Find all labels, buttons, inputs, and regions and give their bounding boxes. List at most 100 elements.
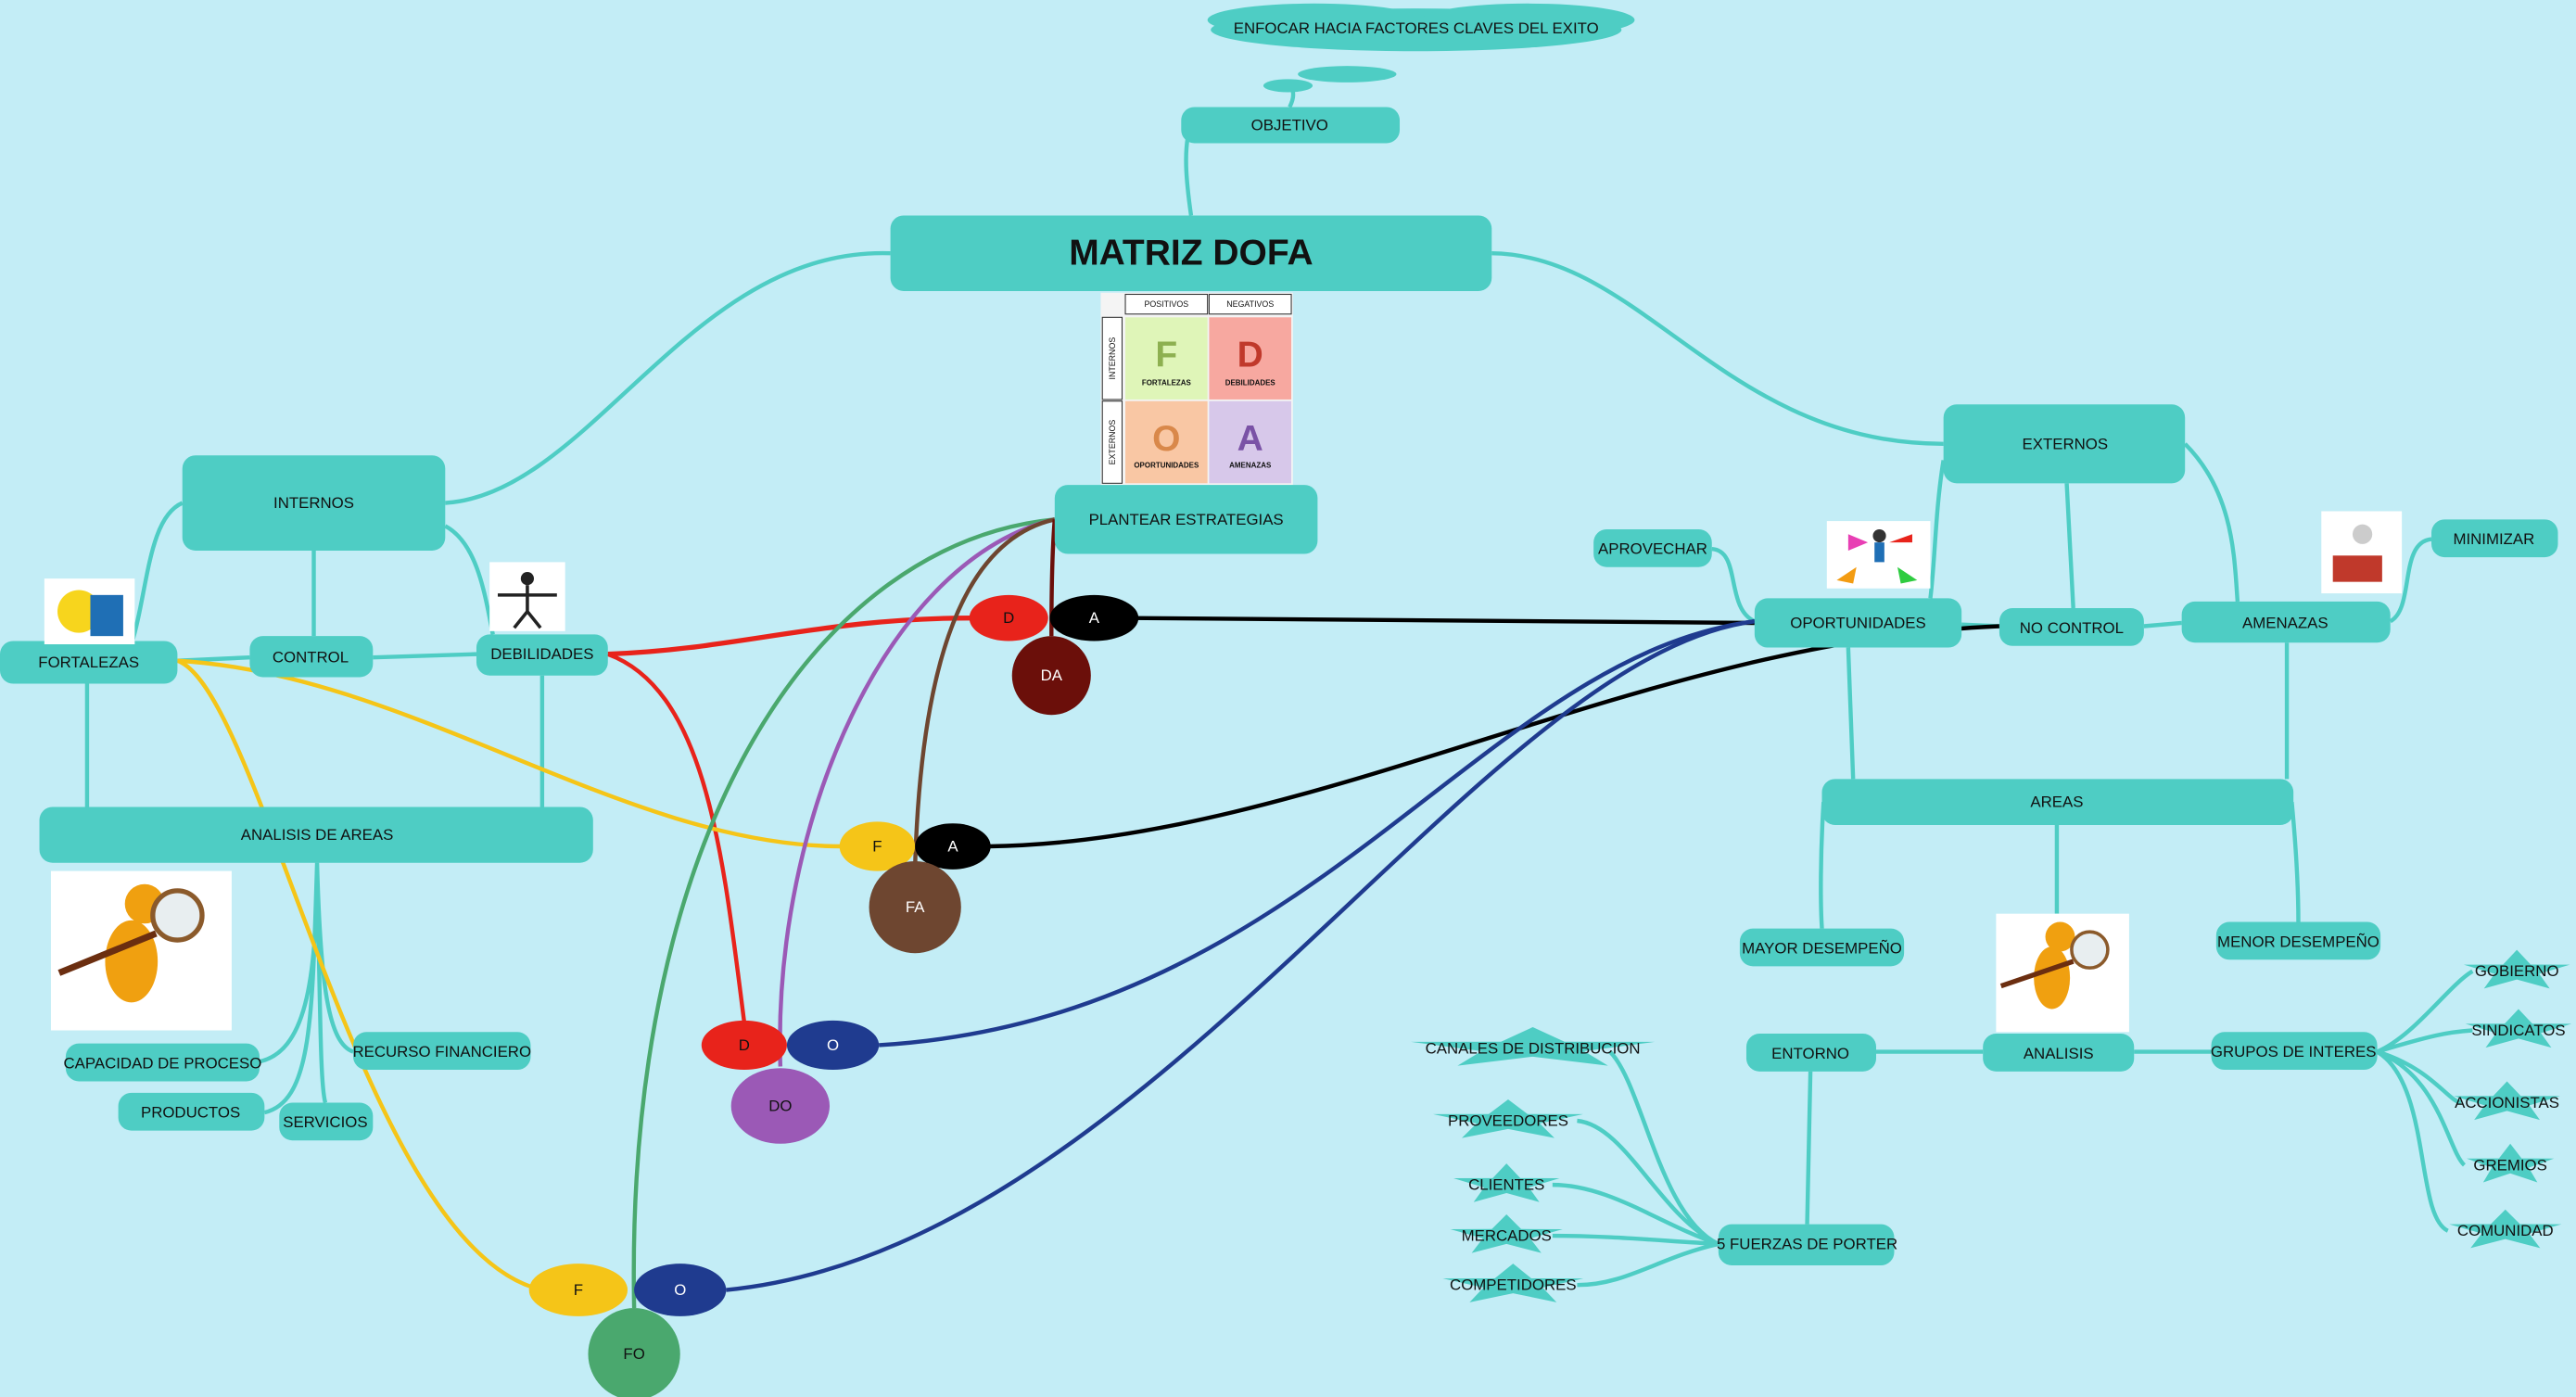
star-shape — [2466, 1143, 2555, 1183]
svg-text:FORTALEZAS: FORTALEZAS — [38, 654, 139, 671]
svg-text:O: O — [827, 1036, 839, 1054]
svg-text:CAPACIDAD DE PROCESO: CAPACIDAD DE PROCESO — [64, 1054, 262, 1072]
porter-node[interactable]: 5 FUERZAS DE PORTER — [1717, 1224, 1897, 1265]
star-label: GREMIOS — [2473, 1156, 2546, 1174]
productos-node[interactable]: PRODUCTOS — [118, 1092, 265, 1131]
star-shape — [2449, 1209, 2562, 1249]
mayor-desempeno-node[interactable]: MAYOR DESEMPEÑO — [1739, 928, 1905, 967]
grupos-interes-node[interactable]: GRUPOS DE INTERES — [2211, 1032, 2378, 1071]
svg-text:A: A — [1237, 419, 1263, 459]
star-node[interactable]: CANALES DE DISTRIBUCION — [1411, 1026, 1656, 1066]
svg-text:FO: FO — [623, 1345, 644, 1363]
entorno-node[interactable]: ENTORNO — [1745, 1034, 1876, 1072]
svg-text:MINIMIZAR: MINIMIZAR — [2453, 530, 2534, 548]
svg-text:D: D — [739, 1036, 750, 1054]
svg-text:INTERNOS: INTERNOS — [273, 494, 354, 512]
cloud-text: ENFOCAR HACIA FACTORES CLAVES DEL EXITO — [1234, 19, 1599, 37]
svg-text:MENOR DESEMPEÑO: MENOR DESEMPEÑO — [2217, 932, 2379, 950]
root-node[interactable]: MATRIZ DOFA — [890, 215, 1492, 291]
star-shape — [2454, 1081, 2560, 1121]
capacidad-node[interactable]: CAPACIDAD DE PROCESO — [64, 1043, 262, 1082]
svg-text:FA: FA — [906, 898, 925, 916]
magnifier-figure-icon-2 — [1996, 913, 2129, 1033]
star-shape — [1442, 1264, 1584, 1302]
star-shape — [2465, 1009, 2572, 1048]
star-node[interactable]: COMPETIDORES — [1442, 1264, 1584, 1302]
internos-node[interactable]: INTERNOS — [182, 455, 446, 551]
svg-text:OBJETIVO: OBJETIVO — [1251, 116, 1328, 133]
amenazas-node[interactable]: AMENAZAS — [2181, 601, 2391, 643]
svg-text:RECURSO FINANCIERO: RECURSO FINANCIERO — [352, 1043, 531, 1060]
star-node[interactable]: SINDICATOS — [2465, 1009, 2572, 1048]
strategy-fa[interactable]: F A FA — [839, 821, 991, 954]
star-label: ACCIONISTAS — [2455, 1094, 2559, 1111]
svg-text:APROVECHAR: APROVECHAR — [1598, 540, 1707, 558]
star-shape — [1453, 1163, 1560, 1202]
svg-text:FORTALEZAS: FORTALEZAS — [1142, 379, 1191, 387]
analisis-areas-node[interactable]: ANALISIS DE AREAS — [39, 806, 593, 863]
control-node[interactable]: CONTROL — [249, 636, 374, 678]
thumbs-down-figure-icon — [2321, 511, 2403, 594]
debilidades-node[interactable]: DEBILIDADES — [476, 634, 608, 676]
analisis-node[interactable]: ANALISIS — [1983, 1034, 2135, 1072]
svg-text:AREAS: AREAS — [2030, 794, 2083, 811]
star-label: COMPETIDORES — [1450, 1276, 1577, 1294]
svg-text:F: F — [574, 1281, 583, 1299]
svg-text:A: A — [1089, 609, 1100, 627]
svg-text:NEGATIVOS: NEGATIVOS — [1226, 299, 1274, 309]
servicios-node[interactable]: SERVICIOS — [279, 1102, 374, 1141]
svg-text:MAYOR DESEMPEÑO: MAYOR DESEMPEÑO — [1742, 938, 1902, 957]
svg-text:O: O — [1152, 419, 1180, 459]
areas-node[interactable]: AREAS — [1821, 779, 2294, 825]
svg-text:GRUPOS DE INTERES: GRUPOS DE INTERES — [2211, 1043, 2377, 1060]
star-shape — [1411, 1026, 1656, 1066]
arrows-figure-icon — [1826, 521, 1931, 589]
sun-icon — [44, 578, 135, 645]
strategy-do[interactable]: D O DO — [701, 1020, 880, 1144]
objetivo-node[interactable]: OBJETIVO — [1181, 107, 1401, 144]
star-label: PROVEEDORES — [1448, 1111, 1568, 1129]
svg-text:O: O — [674, 1281, 686, 1299]
magnifier-figure-icon — [50, 870, 232, 1031]
no-control-node[interactable]: NO CONTROL — [1999, 608, 2144, 646]
svg-text:ANALISIS: ANALISIS — [2024, 1045, 2094, 1062]
strategy-fo[interactable]: F O FO — [528, 1264, 727, 1397]
star-node[interactable]: COMUNIDAD — [2449, 1209, 2562, 1249]
svg-text:ANALISIS DE AREAS: ANALISIS DE AREAS — [241, 826, 394, 844]
externos-node[interactable]: EXTERNOS — [1943, 404, 2186, 484]
star-node[interactable]: ACCIONISTAS — [2454, 1081, 2560, 1121]
svg-text:DO: DO — [768, 1098, 792, 1115]
svg-text:SERVICIOS: SERVICIOS — [283, 1113, 367, 1131]
fortalezas-node[interactable]: FORTALEZAS — [0, 641, 178, 684]
minimizar-node[interactable]: MINIMIZAR — [2431, 519, 2558, 558]
cloud-callout[interactable]: ENFOCAR HACIA FACTORES CLAVES DEL EXITO — [1207, 3, 1635, 93]
weightlifter-icon — [489, 562, 565, 631]
plantear-estrategias-node[interactable]: PLANTEAR ESTRATEGIAS — [1054, 485, 1318, 554]
oportunidades-node[interactable]: OPORTUNIDADES — [1754, 598, 1962, 648]
svg-text:F: F — [872, 838, 882, 856]
recurso-node[interactable]: RECURSO FINANCIERO — [352, 1032, 531, 1071]
svg-text:EXTERNOS: EXTERNOS — [2023, 435, 2109, 452]
strategy-da[interactable]: D A DA — [969, 594, 1139, 716]
svg-text:OPORTUNIDADES: OPORTUNIDADES — [1134, 461, 1199, 469]
svg-text:CONTROL: CONTROL — [273, 649, 349, 667]
star-label: GOBIERNO — [2475, 962, 2559, 980]
star-label: CANALES DE DISTRIBUCION — [1426, 1040, 1641, 1058]
star-nodes: CANALES DE DISTRIBUCION PROVEEDORES CLIENT… — [1411, 949, 2572, 1302]
star-node[interactable]: PROVEEDORES — [1432, 1099, 1583, 1138]
svg-text:POSITIVOS: POSITIVOS — [1144, 299, 1188, 309]
menor-desempeno-node[interactable]: MENOR DESEMPEÑO — [2215, 921, 2381, 960]
star-label: MERCADOS — [1462, 1227, 1552, 1245]
aprovechar-node[interactable]: APROVECHAR — [1593, 528, 1712, 567]
star-node[interactable]: CLIENTES — [1453, 1163, 1560, 1202]
star-shape — [1450, 1214, 1563, 1253]
star-node[interactable]: MERCADOS — [1450, 1214, 1563, 1253]
star-node[interactable]: GOBIERNO — [2463, 949, 2570, 989]
svg-text:PLANTEAR ESTRATEGIAS: PLANTEAR ESTRATEGIAS — [1089, 511, 1284, 528]
svg-text:5 FUERZAS DE PORTER: 5 FUERZAS DE PORTER — [1717, 1235, 1897, 1252]
star-node[interactable]: GREMIOS — [2466, 1143, 2555, 1183]
connectors — [84, 81, 2474, 1309]
star-shape — [1432, 1099, 1583, 1138]
svg-text:ENTORNO: ENTORNO — [1771, 1045, 1849, 1062]
